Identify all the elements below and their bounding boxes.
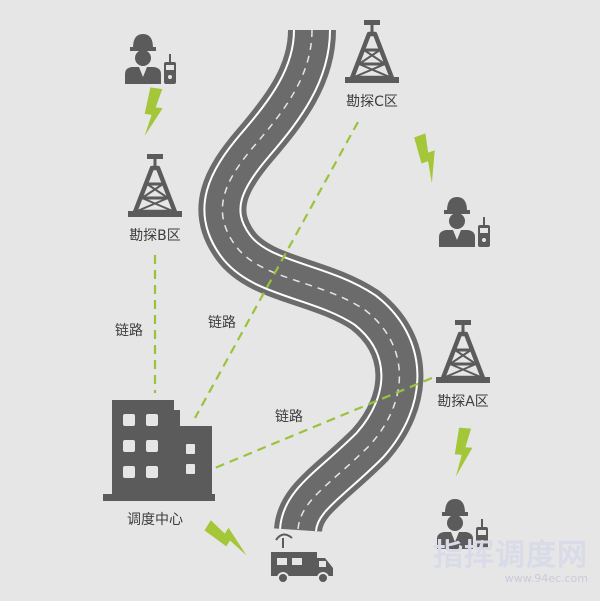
zone-b-label: 勘探B区 — [129, 228, 181, 244]
lightning-icon — [452, 427, 475, 478]
drilling-tower-icon — [436, 320, 490, 383]
drilling-tower-icon — [345, 20, 399, 83]
watermark-text: 指挥调度网 — [433, 538, 588, 573]
worker-icon — [438, 196, 491, 248]
vehicle-icon — [271, 533, 333, 584]
drilling-tower-icon — [128, 154, 182, 217]
building-icon — [103, 400, 215, 501]
zone-c-label: 勘探C区 — [346, 94, 398, 110]
link-line-a-center — [209, 376, 433, 472]
road — [198, 28, 424, 534]
link-label-left: 链路 — [115, 323, 143, 339]
lightning-icon — [412, 132, 446, 185]
lightning-icon — [203, 517, 254, 559]
zone-a-label: 勘探A区 — [437, 394, 489, 410]
dispatch-center-label: 调度中心 — [127, 512, 183, 528]
link-line-c-center — [194, 121, 359, 419]
links — [153, 121, 433, 472]
watermark-url: www.94ec.com — [505, 572, 588, 585]
link-label-middle: 链路 — [208, 315, 236, 331]
link-label-lower: 链路 — [275, 409, 303, 425]
lightning-icon — [141, 87, 166, 139]
worker-icon — [124, 33, 177, 85]
